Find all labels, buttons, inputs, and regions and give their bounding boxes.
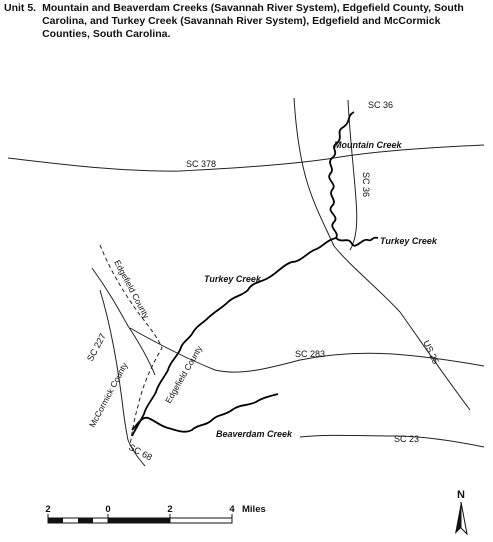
label-sc36-mid: SC 36 [361,172,371,197]
road-sc378 [7,144,485,172]
creek-turkey-main [131,237,337,437]
label-edgefield-county-north: Edgefield County [112,258,152,321]
county-line [99,244,163,447]
road-sc283 [129,327,485,373]
label-sc68: SC 68 [127,442,154,463]
scale-tick-3: 4 [229,504,235,515]
caption-unit: Unit 5. [4,2,37,14]
label-us25: US 25 [421,339,441,366]
label-mountain-creek: Mountain Creek [334,140,403,150]
north-arrow-icon: N [455,489,468,536]
scale-tick-1: 0 [105,504,110,515]
scale-tick-0: 2 [45,504,50,515]
caption-text: Mountain and Beaverdam Creeks (Savannah … [42,2,464,40]
label-turkey-creek-east: Turkey Creek [380,236,438,246]
road-sc23 [299,434,485,448]
scale-bar: 2 0 2 4 Miles [45,504,266,524]
creek-beaverdam [131,393,279,433]
label-turkey-creek-main: Turkey Creek [204,274,262,284]
road-us25 [333,245,471,411]
creek-mountain [328,111,355,239]
scale-unit: Miles [242,504,266,515]
label-sc36-top: SC 36 [368,100,393,110]
map-caption: Unit 5. Mountain and Beaverdam Creeks (S… [4,2,490,41]
label-mccormick-county: McCormick County [87,360,130,429]
label-sc227: SC 227 [85,332,108,363]
road-sc68 [127,439,146,467]
label-sc23: SC 23 [394,434,419,444]
creek-turkey-east [335,236,379,247]
label-beaverdam-creek: Beaverdam Creek [216,429,293,439]
label-sc283: SC 283 [295,349,325,359]
label-sc378: SC 378 [186,159,216,169]
north-label: N [457,489,465,501]
scale-tick-2: 2 [167,504,172,515]
label-edgefield-county-south: Edgefield County [163,343,204,405]
road-sc36 [293,97,358,251]
road-sc227 [99,289,129,441]
road-west-diagonal [91,267,156,376]
